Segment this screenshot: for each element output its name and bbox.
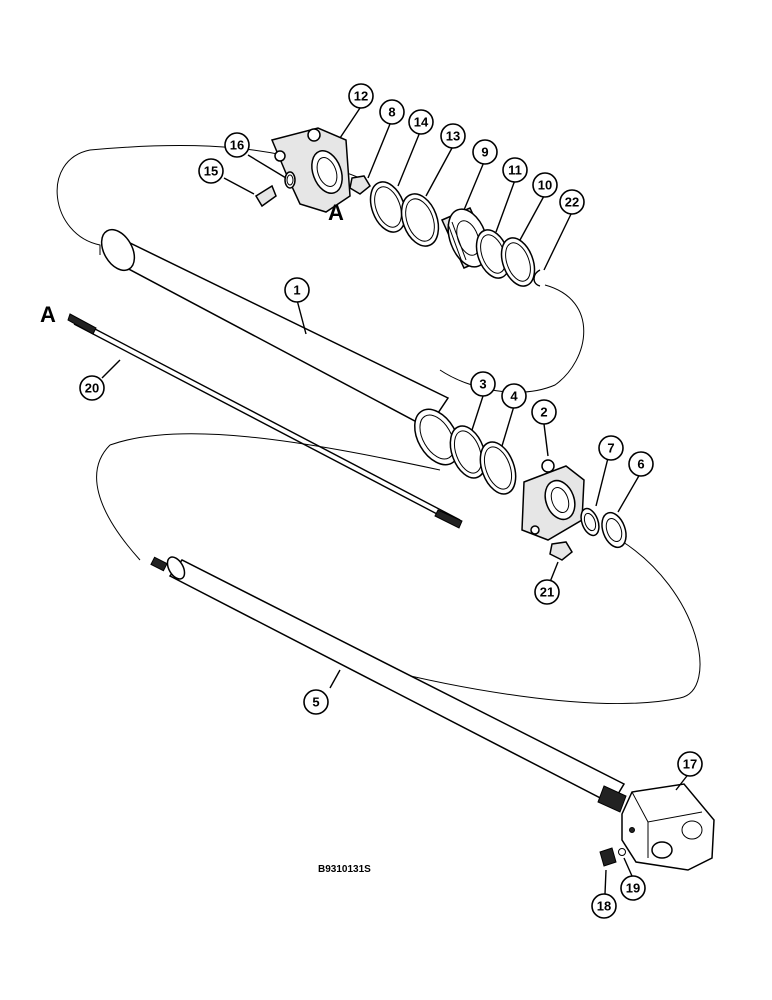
callout-22: 22	[559, 189, 585, 215]
ring-10-inner	[505, 242, 531, 282]
head-block	[270, 127, 351, 213]
ring-10	[500, 237, 536, 287]
wiper-6	[601, 511, 627, 549]
callout-14-label: 14	[414, 115, 429, 130]
nut-8	[349, 175, 371, 195]
callout-8: 8	[379, 99, 405, 125]
drawing-code: B9310131S	[318, 864, 371, 875]
callout-9: 9	[472, 139, 498, 165]
set-screw-18	[599, 847, 617, 867]
callout-13-label: 13	[446, 129, 460, 144]
callout-20: 20	[79, 375, 105, 401]
callout-17: 17	[677, 751, 703, 777]
ring-13	[400, 193, 440, 247]
callout-7: 7	[598, 435, 624, 461]
callout-19: 19	[620, 875, 646, 901]
marker-a-head: A	[328, 200, 344, 225]
callout-22-label: 22	[565, 195, 579, 210]
marker-a-rod: A	[40, 302, 56, 327]
nut-21	[549, 541, 573, 561]
callout-13: 13	[440, 123, 466, 149]
callout-9-label: 9	[481, 145, 488, 160]
callout-3: 3	[470, 371, 496, 397]
lower-group-loop	[96, 433, 701, 704]
callout-7-label: 7	[607, 441, 614, 456]
callout-12-label: 12	[354, 89, 368, 104]
callout-5: 5	[303, 689, 329, 715]
callout-18: 18	[591, 893, 617, 919]
callout-16-label: 16	[230, 138, 244, 153]
ring-4-inner	[483, 446, 513, 490]
callout-10: 10	[532, 172, 558, 198]
seal-7-inner	[583, 512, 597, 532]
callout-12: 12	[348, 83, 374, 109]
ball-19	[618, 848, 626, 856]
callout-6-label: 6	[637, 457, 644, 472]
callout-15: 15	[198, 158, 224, 184]
wiper-6-inner	[605, 517, 623, 543]
ring-13-inner	[405, 198, 435, 242]
callout-15-label: 15	[204, 164, 218, 179]
tie-rod	[67, 313, 463, 529]
callout-18-label: 18	[597, 899, 611, 914]
seal-16	[284, 171, 296, 189]
callout-10-label: 10	[538, 178, 552, 193]
callout-1: 1	[284, 277, 310, 303]
callout-8-label: 8	[388, 105, 395, 120]
callout-21: 21	[534, 579, 560, 605]
callout-19-label: 19	[626, 881, 640, 896]
callout-2-label: 2	[540, 405, 547, 420]
callout-20-label: 20	[85, 381, 99, 396]
seal-16-inner	[286, 174, 294, 186]
callout-2: 2	[531, 399, 557, 425]
callout-14: 14	[408, 109, 434, 135]
callout-4: 4	[501, 383, 527, 409]
bolt-15	[254, 184, 277, 208]
snap-ring-22	[533, 269, 541, 287]
rod-clevis	[621, 783, 715, 871]
ring-4	[479, 441, 517, 495]
callout-16: 16	[224, 132, 250, 158]
callout-6: 6	[628, 451, 654, 477]
ring-3-inner	[453, 430, 483, 474]
leader-lines	[101, 107, 691, 895]
callout-1-label: 1	[293, 283, 300, 298]
ring-14-inner	[374, 186, 402, 228]
cylinder-tube	[100, 228, 461, 466]
callout-17-label: 17	[683, 757, 697, 772]
callout-3-label: 3	[479, 377, 486, 392]
callout-11: 11	[502, 157, 528, 183]
piston-rod	[150, 556, 627, 813]
callout-5-label: 5	[312, 695, 319, 710]
callout-11-label: 11	[508, 163, 522, 178]
callout-4-label: 4	[510, 389, 518, 404]
base-end-cap	[521, 459, 585, 541]
callout-21-label: 21	[540, 585, 554, 600]
